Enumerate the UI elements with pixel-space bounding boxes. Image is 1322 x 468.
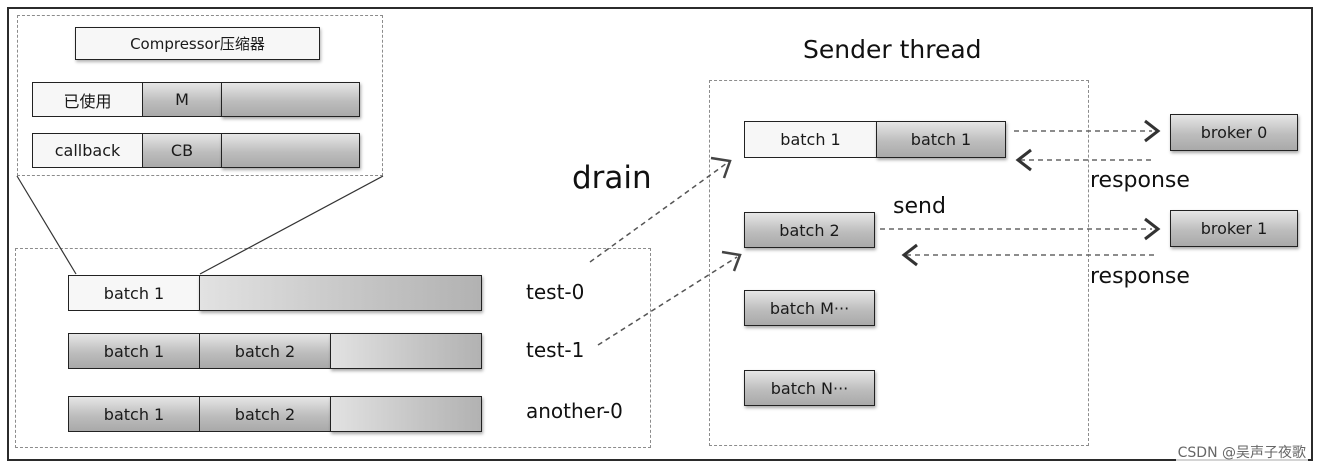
response-label-2: response — [1090, 264, 1190, 289]
topic-test-1: test-1 — [526, 338, 585, 362]
broker-0-label: broker 0 — [1200, 123, 1268, 142]
acc-row1-batch1: batch 1 — [68, 275, 200, 311]
sender-batch-n: batch N··· — [744, 370, 875, 406]
acc-row1-empty — [199, 275, 482, 311]
accumulator-panel — [15, 248, 651, 448]
compressor-title: Compressor压缩器 — [130, 35, 265, 53]
send-label: send — [893, 194, 946, 219]
drain-label: drain — [572, 160, 652, 196]
drain-arrow-1-head — [710, 156, 732, 179]
acc-row2-batch2: batch 2 — [199, 333, 331, 369]
topic-another-0: another-0 — [526, 399, 623, 423]
compressor-row1-empty-box — [221, 82, 360, 117]
acc-row2-batch1-label: batch 1 — [103, 341, 165, 361]
sender-batch-2-label: batch 2 — [779, 220, 840, 240]
topic-test-0: test-0 — [526, 280, 585, 304]
drain-arrow-1 — [589, 162, 728, 263]
compressor-row2-label-box: callback — [32, 133, 143, 168]
compressor-row1-label-box: 已使用 — [32, 82, 143, 117]
sender-thread-panel — [709, 80, 1089, 446]
response-arrow-broker-1-head — [901, 243, 918, 267]
acc-row1-batch1-label: batch 1 — [103, 283, 165, 303]
acc-row3-empty — [330, 396, 482, 432]
acc-row3-batch1-label: batch 1 — [103, 404, 165, 424]
acc-row2-empty — [330, 333, 482, 369]
compressor-panel — [17, 15, 383, 176]
sender-batch-m-label: batch M··· — [769, 298, 850, 318]
sender-row1-batch-a: batch 1 — [744, 121, 877, 158]
compressor-row1-value: M — [175, 90, 189, 109]
sender-thread-title: Sender thread — [803, 35, 982, 64]
compressor-title-box: Compressor压缩器 — [75, 27, 320, 60]
send-arrow-broker-1-head — [1144, 217, 1161, 241]
sender-batch-2: batch 2 — [744, 212, 875, 248]
zoom-line-left — [16, 175, 77, 275]
sender-batch-m: batch M··· — [744, 290, 875, 326]
zoom-line-right — [199, 175, 384, 275]
sender-row1-batch-b-label: batch 1 — [910, 130, 972, 149]
broker-1: broker 1 — [1170, 210, 1298, 247]
acc-row2-batch2-label: batch 2 — [234, 341, 296, 361]
broker-0: broker 0 — [1170, 114, 1298, 151]
acc-row3-batch2-label: batch 2 — [234, 404, 296, 424]
send-arrow-broker-0-head — [1144, 119, 1161, 143]
response-label-1: response — [1090, 168, 1190, 193]
drain-arrow-2-head — [721, 250, 742, 272]
sender-batch-n-label: batch N··· — [770, 378, 849, 398]
compressor-row1-label: 已使用 — [63, 91, 112, 111]
acc-row3-batch2: batch 2 — [199, 396, 331, 432]
broker-1-label: broker 1 — [1200, 219, 1268, 238]
sender-row1-batch-a-label: batch 1 — [780, 130, 841, 149]
sender-row1-batch-b: batch 1 — [876, 121, 1006, 158]
watermark: CSDN @吴声子夜歌 — [1175, 442, 1308, 462]
response-arrow-broker-0-head — [1015, 148, 1032, 172]
compressor-row2-value-box: CB — [142, 133, 222, 168]
diagram-frame — [7, 7, 1313, 461]
compressor-row2-empty-box — [221, 133, 360, 168]
drain-arrow-2 — [597, 256, 738, 346]
acc-row2-batch1: batch 1 — [68, 333, 200, 369]
acc-row3-batch1: batch 1 — [68, 396, 200, 432]
compressor-row2-value: CB — [170, 141, 194, 160]
compressor-row2-label: callback — [54, 141, 121, 160]
